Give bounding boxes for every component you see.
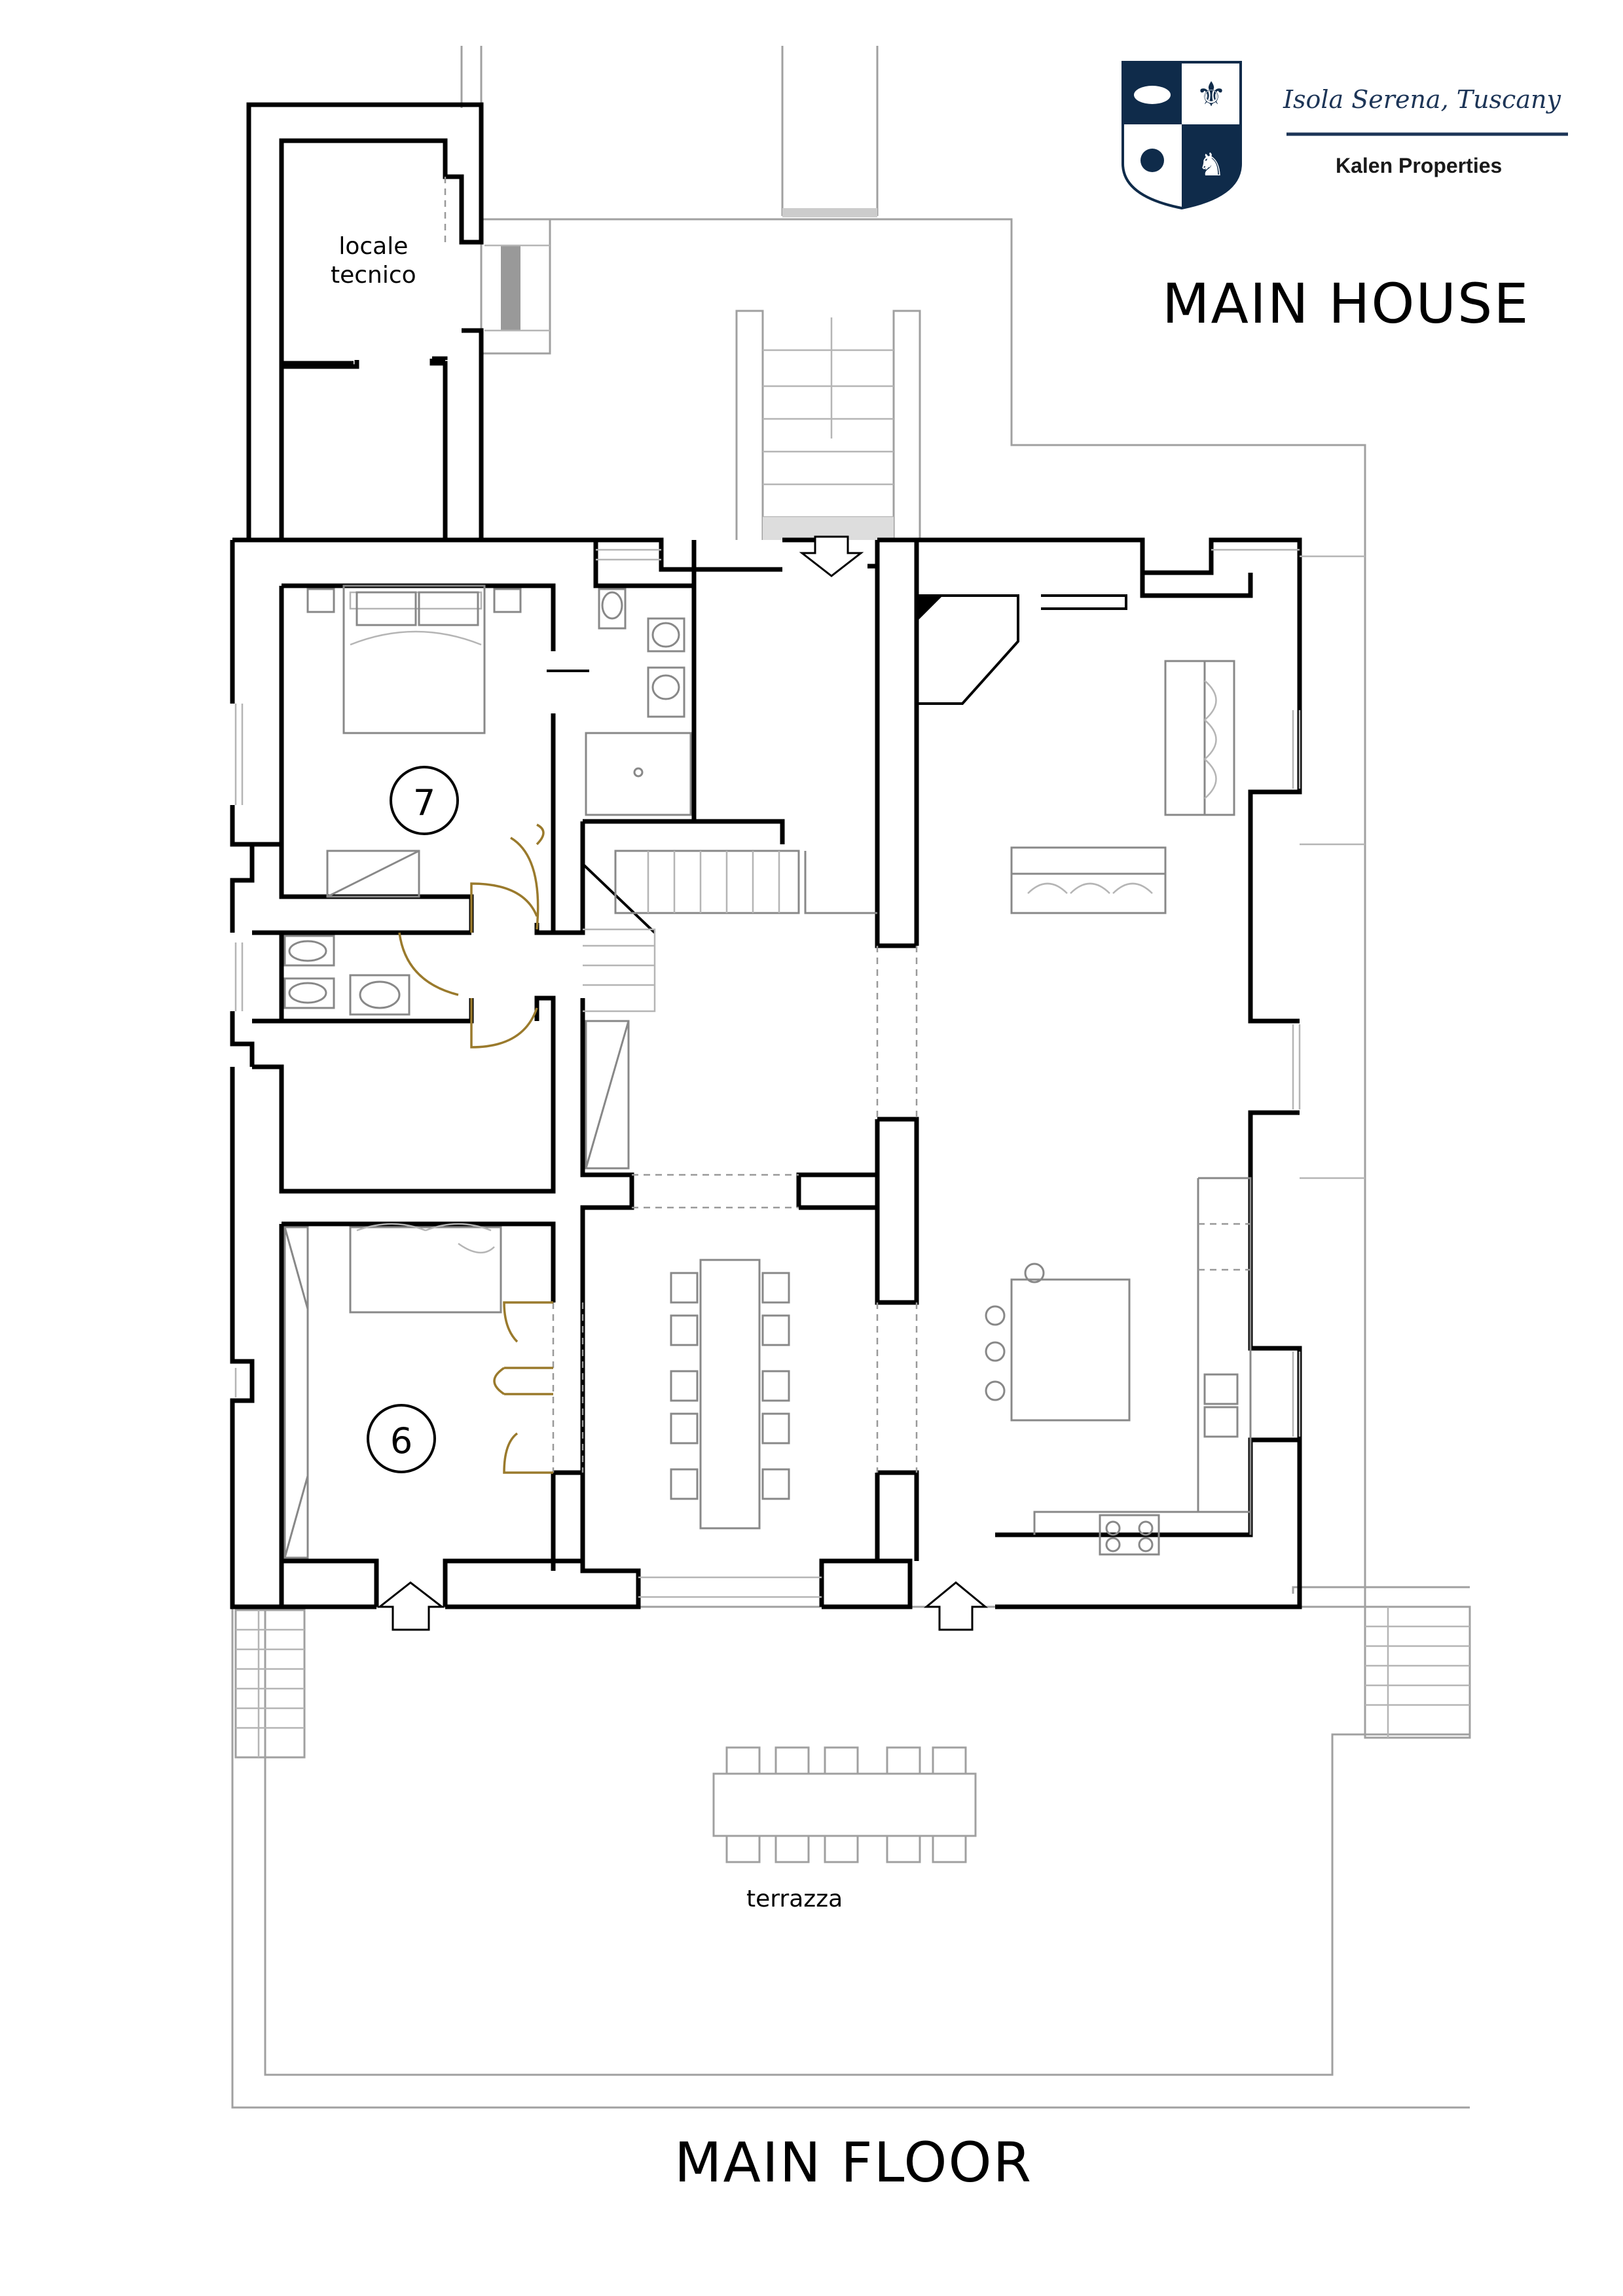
room-number-6: 6 [367,1404,436,1473]
terrace-outline [231,1586,1471,2109]
doors [398,823,553,1474]
svg-text:♞: ♞ [1197,147,1225,183]
terrace-dining-table [712,1746,977,1863]
courtyard-outline [460,46,1366,1607]
exterior-staircase [735,310,921,540]
entrance-arrow-icons [376,535,989,1631]
bathroom-fixtures [547,588,692,816]
dining-table [670,1259,790,1530]
wc-fixtures [283,935,410,1016]
svg-text:⚜: ⚜ [1196,75,1227,115]
kitchen-fixtures [985,1177,1252,1556]
interior-walls [252,540,1253,1571]
crest-icon: ⚜ ♞ [1122,61,1242,210]
room-label-terrace: terrazza [746,1886,843,1912]
bed-6 [283,1223,502,1559]
room-number-7: 7 [390,766,459,835]
brand-place-name: Isola Serena, Tuscany [1283,85,1561,114]
exterior-walls [230,102,1302,1609]
opening-lines [444,177,918,1473]
room-label-technical: locale tecnico [331,233,416,289]
living-sofas [1010,660,1235,914]
house-title: MAIN HOUSE [1162,272,1530,336]
side-steps [480,218,551,355]
brand-company-name: Kalen Properties [1336,154,1503,177]
windows [234,548,1365,1598]
double-bed-7 [306,584,522,898]
interior-staircase [581,821,877,1170]
floor-title: MAIN FLOOR [674,2130,1032,2195]
